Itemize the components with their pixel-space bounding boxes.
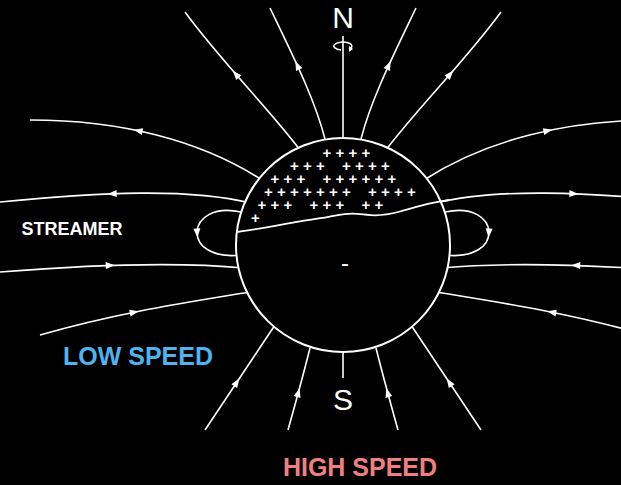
arrowhead (294, 387, 303, 398)
field-line (30, 120, 262, 180)
arrowhead (569, 190, 578, 197)
arrowhead (129, 308, 139, 317)
field-line (361, 8, 416, 139)
field-line (386, 12, 501, 150)
arrowhead (133, 126, 143, 135)
rotation-arrow (349, 46, 353, 52)
pole-label: S (333, 385, 353, 415)
field-line (40, 292, 250, 335)
arrowhead (193, 228, 201, 237)
speed-label: LOW SPEED (60, 342, 216, 371)
speed-label: HIGH SPEED (283, 455, 437, 480)
pole-label: N (332, 3, 354, 33)
arrowhead (571, 262, 580, 269)
field-line (376, 348, 398, 430)
polarity-sign: + (323, 197, 332, 212)
polarity-sign: + (284, 197, 293, 212)
polarity-sign: + (362, 197, 371, 212)
arrowhead (230, 69, 241, 80)
field-lines (0, 8, 621, 430)
polarity-sign: + (336, 197, 345, 212)
field-line (185, 12, 300, 150)
polarity-sign: + (407, 184, 416, 199)
rotation-axis (342, 36, 344, 138)
polarity-sign: + (271, 197, 280, 212)
polarity-sign: + (394, 184, 403, 199)
arrowhead (292, 60, 302, 71)
polarity-sign: - (341, 251, 349, 275)
polarity-sign: + (310, 197, 319, 212)
polarity-sign: + (375, 197, 384, 212)
field-line (442, 265, 621, 272)
field-line (424, 120, 621, 180)
field-line (0, 265, 244, 272)
arrowhead (384, 60, 394, 71)
rotation-axis (342, 352, 344, 378)
field-line (436, 193, 621, 203)
arrowhead (444, 377, 455, 388)
field-line (270, 8, 325, 139)
arrowhead (383, 387, 392, 398)
streamer-label: STREAMER (18, 218, 125, 240)
arrowhead (106, 262, 115, 269)
arrowhead (543, 126, 553, 135)
field-line (445, 210, 489, 255)
field-line (436, 292, 621, 335)
sun-disk (236, 138, 450, 352)
arrowhead (108, 190, 117, 197)
field-line (288, 348, 310, 430)
arrowhead (485, 228, 493, 237)
arrowhead (445, 69, 456, 80)
field-line (0, 193, 250, 203)
field-line (411, 325, 481, 430)
field-line (197, 210, 241, 255)
polarity-sign: + (251, 210, 260, 225)
arrowhead (231, 377, 242, 388)
arrowhead (547, 308, 557, 317)
